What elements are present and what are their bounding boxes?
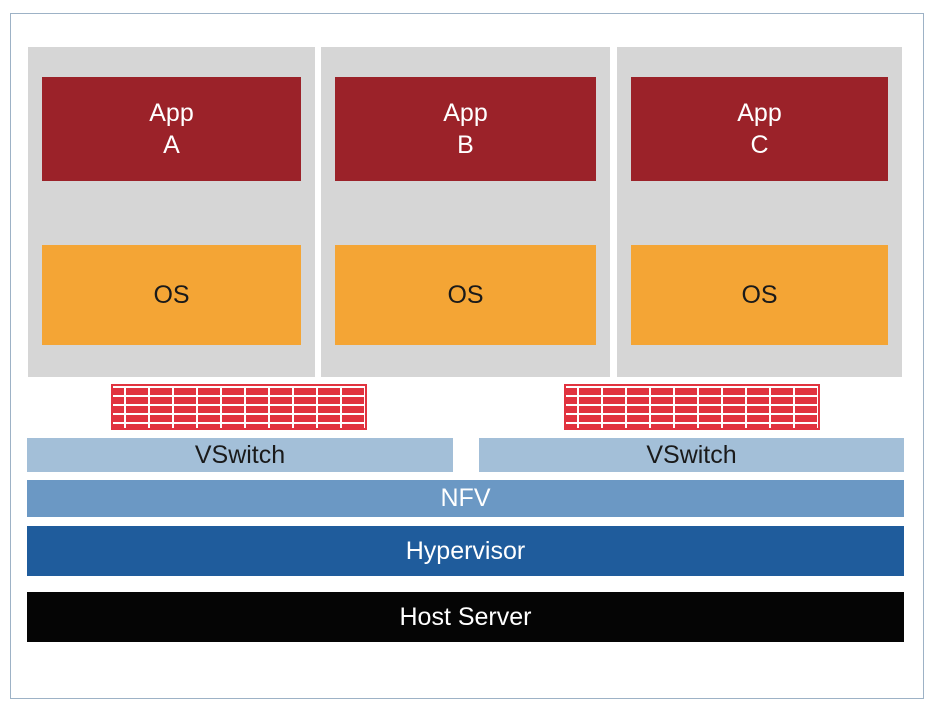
app-b-label: App: [443, 99, 488, 127]
vm-c: App C OS: [617, 47, 902, 377]
firewall-right-icon: [564, 384, 820, 430]
os-b-block: OS: [335, 245, 596, 345]
vswitch-left: VSwitch: [27, 438, 453, 472]
os-c-block: OS: [631, 245, 888, 345]
os-a-label: OS: [153, 280, 190, 309]
os-b-label: OS: [447, 280, 484, 309]
vswitch-right-label: VSwitch: [646, 440, 737, 469]
app-a-label: App: [149, 99, 194, 127]
app-b-block: App B: [335, 77, 596, 181]
nfv-label: NFV: [440, 484, 491, 512]
vswitch-right: VSwitch: [479, 438, 904, 472]
vswitch-left-label: VSwitch: [194, 440, 286, 469]
os-c-label: OS: [741, 280, 778, 309]
app-a-letter: A: [163, 131, 180, 159]
app-c-label: App: [737, 99, 782, 127]
os-a-block: OS: [42, 245, 301, 345]
hypervisor-layer: Hypervisor: [27, 526, 904, 576]
vm-b: App B OS: [321, 47, 610, 377]
host-server-label: Host Server: [399, 602, 532, 631]
host-server-layer: Host Server: [27, 592, 904, 642]
app-a-block: App A: [42, 77, 301, 181]
firewall-left-icon: [111, 384, 367, 430]
app-c-block: App C: [631, 77, 888, 181]
nfv-layer: NFV: [27, 480, 904, 517]
hypervisor-label: Hypervisor: [405, 536, 526, 565]
app-c-letter: C: [750, 131, 769, 159]
vm-a: App A OS: [28, 47, 315, 377]
app-b-letter: B: [457, 131, 474, 159]
